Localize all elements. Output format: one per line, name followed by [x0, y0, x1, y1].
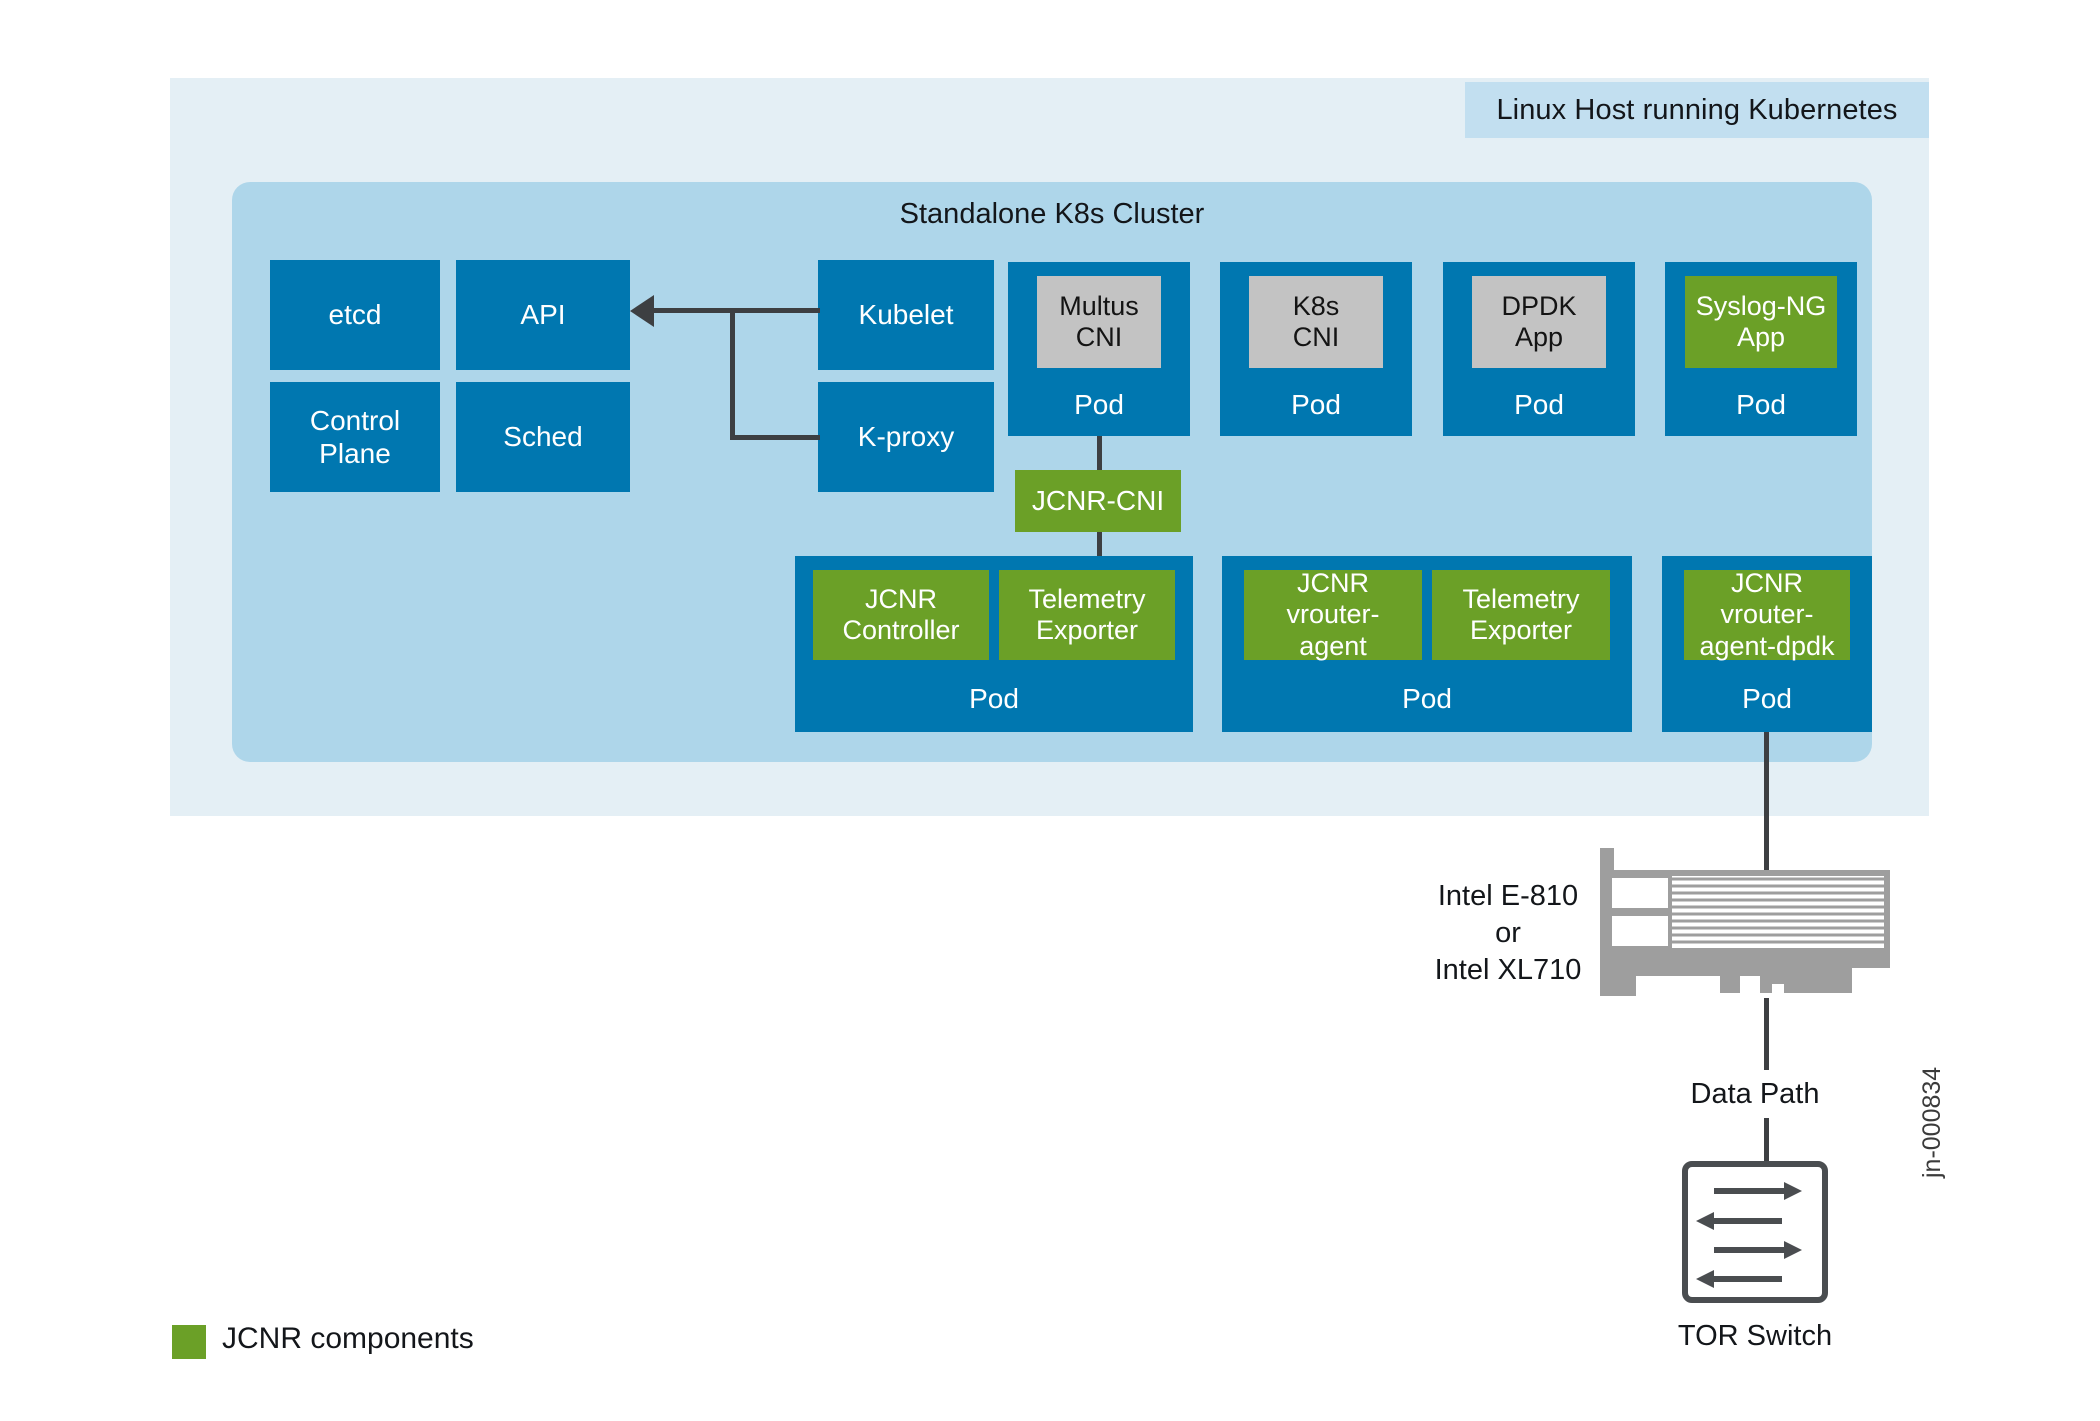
connector-datapath-to-tor — [1764, 1118, 1769, 1164]
pod-label: Pod — [1074, 388, 1124, 420]
tor-switch-label: TOR Switch — [1677, 1320, 1833, 1352]
connector-nic-to-datapath — [1764, 998, 1769, 1070]
tor-switch-icon[interactable] — [1682, 1161, 1828, 1303]
data-path-label: Data Path — [1690, 1078, 1820, 1110]
component-etcd[interactable]: etcd — [270, 260, 440, 370]
pod-label: Pod — [1402, 682, 1452, 714]
pod-label: Pod — [1742, 682, 1792, 714]
component-api[interactable]: API — [456, 260, 630, 370]
component-k-proxy[interactable]: K-proxy — [818, 382, 994, 492]
component-sched[interactable]: Sched — [456, 382, 630, 492]
connector-jcnr-cni-to-pod — [1097, 532, 1102, 557]
linux-host-label: Linux Host running Kubernetes — [1465, 82, 1929, 138]
pod-label: Pod — [1291, 388, 1341, 420]
figure-id-watermark: jn-000834 — [1918, 1066, 1946, 1178]
connector-vertical-branch — [730, 308, 735, 438]
k8s-cluster-title: Standalone K8s Cluster — [899, 198, 1205, 230]
tor-switch-arrows-icon — [1696, 1182, 1802, 1288]
connector-kproxy-to-branch — [730, 435, 820, 440]
pod-label: Pod — [969, 682, 1019, 714]
arrowhead-icon — [630, 295, 654, 327]
legend-color-swatch — [172, 1325, 206, 1359]
component-jcnr-cni[interactable]: JCNR-CNI — [1015, 470, 1181, 532]
component-kubelet[interactable]: Kubelet — [818, 260, 994, 370]
connector-pod-to-nic — [1764, 732, 1769, 870]
pod-label: Pod — [1514, 388, 1564, 420]
connector-multus-to-jcnr-cni — [1097, 436, 1102, 472]
legend-label: JCNR components — [222, 1322, 474, 1355]
pod-label: Pod — [1736, 388, 1786, 420]
nic-card-icon — [1600, 848, 1890, 996]
